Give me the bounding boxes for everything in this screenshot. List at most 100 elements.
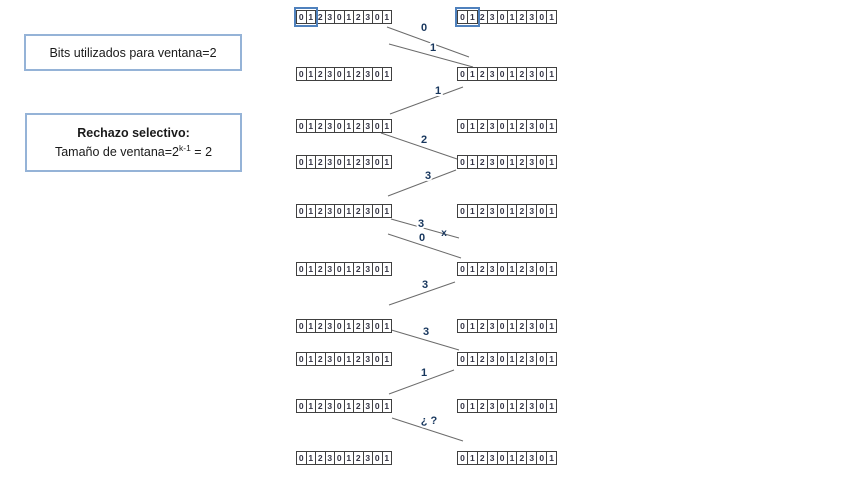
window-highlight-sender-1 [293, 7, 318, 27]
sequence-cell: 0 [297, 452, 307, 464]
sequence-cell: 3 [488, 11, 498, 23]
ack-line-ack-3b [388, 281, 456, 306]
sequence-cell: 3 [326, 11, 335, 23]
arrow-label-frame-0-second: 0 [419, 232, 425, 244]
sequence-cell: 1 [468, 452, 478, 464]
sequence-cell: 1 [549, 205, 554, 216]
sequence-cell: 2 [478, 68, 488, 80]
sequence-cell: 0 [498, 205, 508, 217]
sequence-cell: 2 [354, 320, 364, 332]
sequence-cell: 0 [458, 320, 468, 332]
sequence-cell: 0 [335, 353, 345, 365]
sequence-cell: 2 [517, 353, 528, 365]
sequence-cell: 3 [488, 320, 498, 332]
sequence-cell: 2 [478, 400, 488, 412]
sequence-cell: 0 [297, 353, 307, 365]
sequence-cell: 0 [335, 156, 345, 168]
sequence-cell: 1 [468, 320, 478, 332]
sequence-cell: 1 [384, 400, 390, 411]
sequence-cell: 3 [326, 263, 335, 275]
sequence-cell: 3 [527, 156, 538, 168]
sequence-cell: 0 [537, 353, 548, 365]
sequence-cell: 0 [335, 68, 345, 80]
sequence-cell: 1 [549, 263, 554, 274]
arrow-label-frame-0: 0 [421, 22, 427, 34]
sequence-cell: 1 [345, 68, 354, 80]
sequence-cell: 2 [354, 263, 364, 275]
sequence-cell: 1 [384, 452, 390, 463]
sequence-cell: 2 [316, 452, 326, 464]
sequence-cell: 1 [307, 205, 316, 217]
sequence-cell: 0 [537, 452, 548, 464]
selective-reject-title: Rechazo selectivo: [77, 125, 190, 140]
sequence-cell: 0 [373, 353, 383, 365]
sequence-cell: 0 [537, 320, 548, 332]
frame-line-frame-3-lost [390, 218, 460, 239]
sequence-cell: 1 [345, 11, 354, 23]
sequence-cell: 1 [508, 205, 518, 217]
sequence-cell: 0 [498, 263, 508, 275]
window-size-formula: Tamaño de ventana=2k-1 = 2 [54, 142, 213, 160]
sequence-cell: 3 [527, 353, 538, 365]
sequence-cell: 1 [508, 68, 518, 80]
sequence-cell: 1 [549, 11, 554, 22]
sequence-cell: 1 [549, 320, 554, 331]
arrow-label-frame-3-lost: 3 [418, 218, 424, 230]
sequence-cell: 0 [498, 353, 508, 365]
bits-window-text: Bits utilizados para ventana=2 [49, 45, 217, 60]
sequence-cell: 1 [345, 120, 354, 132]
sequence-cell: 1 [384, 120, 390, 131]
sequence-cell: 0 [458, 68, 468, 80]
sequence-cell: 0 [373, 205, 383, 217]
sequence-cell: 3 [488, 263, 498, 275]
sequence-cell: 0 [373, 11, 383, 23]
sequence-cell: 1 [468, 263, 478, 275]
sequence-cell: 3 [527, 120, 538, 132]
sequence-cell: 0 [498, 452, 508, 464]
sequence-cell: 1 [549, 400, 554, 411]
arrow-label-ack-3b: 3 [422, 279, 428, 291]
sequence-cell: 1 [508, 353, 518, 365]
frame-line-frame-0-second [387, 233, 462, 259]
frame-line-frame-0 [386, 26, 470, 58]
sequence-cell: 2 [478, 11, 488, 23]
sequence-cell: 1 [508, 320, 518, 332]
sequence-cell: 1 [307, 156, 316, 168]
sequence-cell: 2 [517, 11, 528, 23]
sequence-cell: 1 [468, 156, 478, 168]
sequence-cell: 3 [364, 156, 373, 168]
sequence-cell: 0 [335, 11, 345, 23]
sequence-cell: 0 [498, 11, 508, 23]
sequence-cell: 1 [307, 400, 316, 412]
frame-line-frame-1 [388, 43, 474, 68]
sequence-cell: 2 [316, 263, 326, 275]
sequence-cell: 2 [354, 120, 364, 132]
sequence-cell: 1 [468, 400, 478, 412]
sequence-cell: 0 [335, 400, 345, 412]
arrow-label-ack-1: 1 [435, 85, 441, 97]
sequence-cell: 0 [297, 11, 307, 23]
sequence-cell: 1 [508, 452, 518, 464]
sequence-cell: 2 [316, 11, 326, 23]
sequence-cell: 1 [468, 11, 478, 23]
frame-line-frame-3-retx [387, 328, 460, 351]
sequence-cell: 2 [478, 452, 488, 464]
sequence-cell: 0 [373, 263, 383, 275]
sequence-cell: 3 [488, 452, 498, 464]
sequence-cell: 0 [458, 156, 468, 168]
sequence-cell: 1 [345, 353, 354, 365]
sequence-cell: 2 [316, 68, 326, 80]
loss-x-marker: x [441, 228, 447, 239]
ack-line-ack-3a [387, 169, 457, 197]
arrow-label-frame-1: 1 [430, 42, 436, 54]
sequence-cell: 1 [508, 263, 518, 275]
sequence-cell: 0 [373, 68, 383, 80]
sequence-cell: 1 [345, 452, 354, 464]
